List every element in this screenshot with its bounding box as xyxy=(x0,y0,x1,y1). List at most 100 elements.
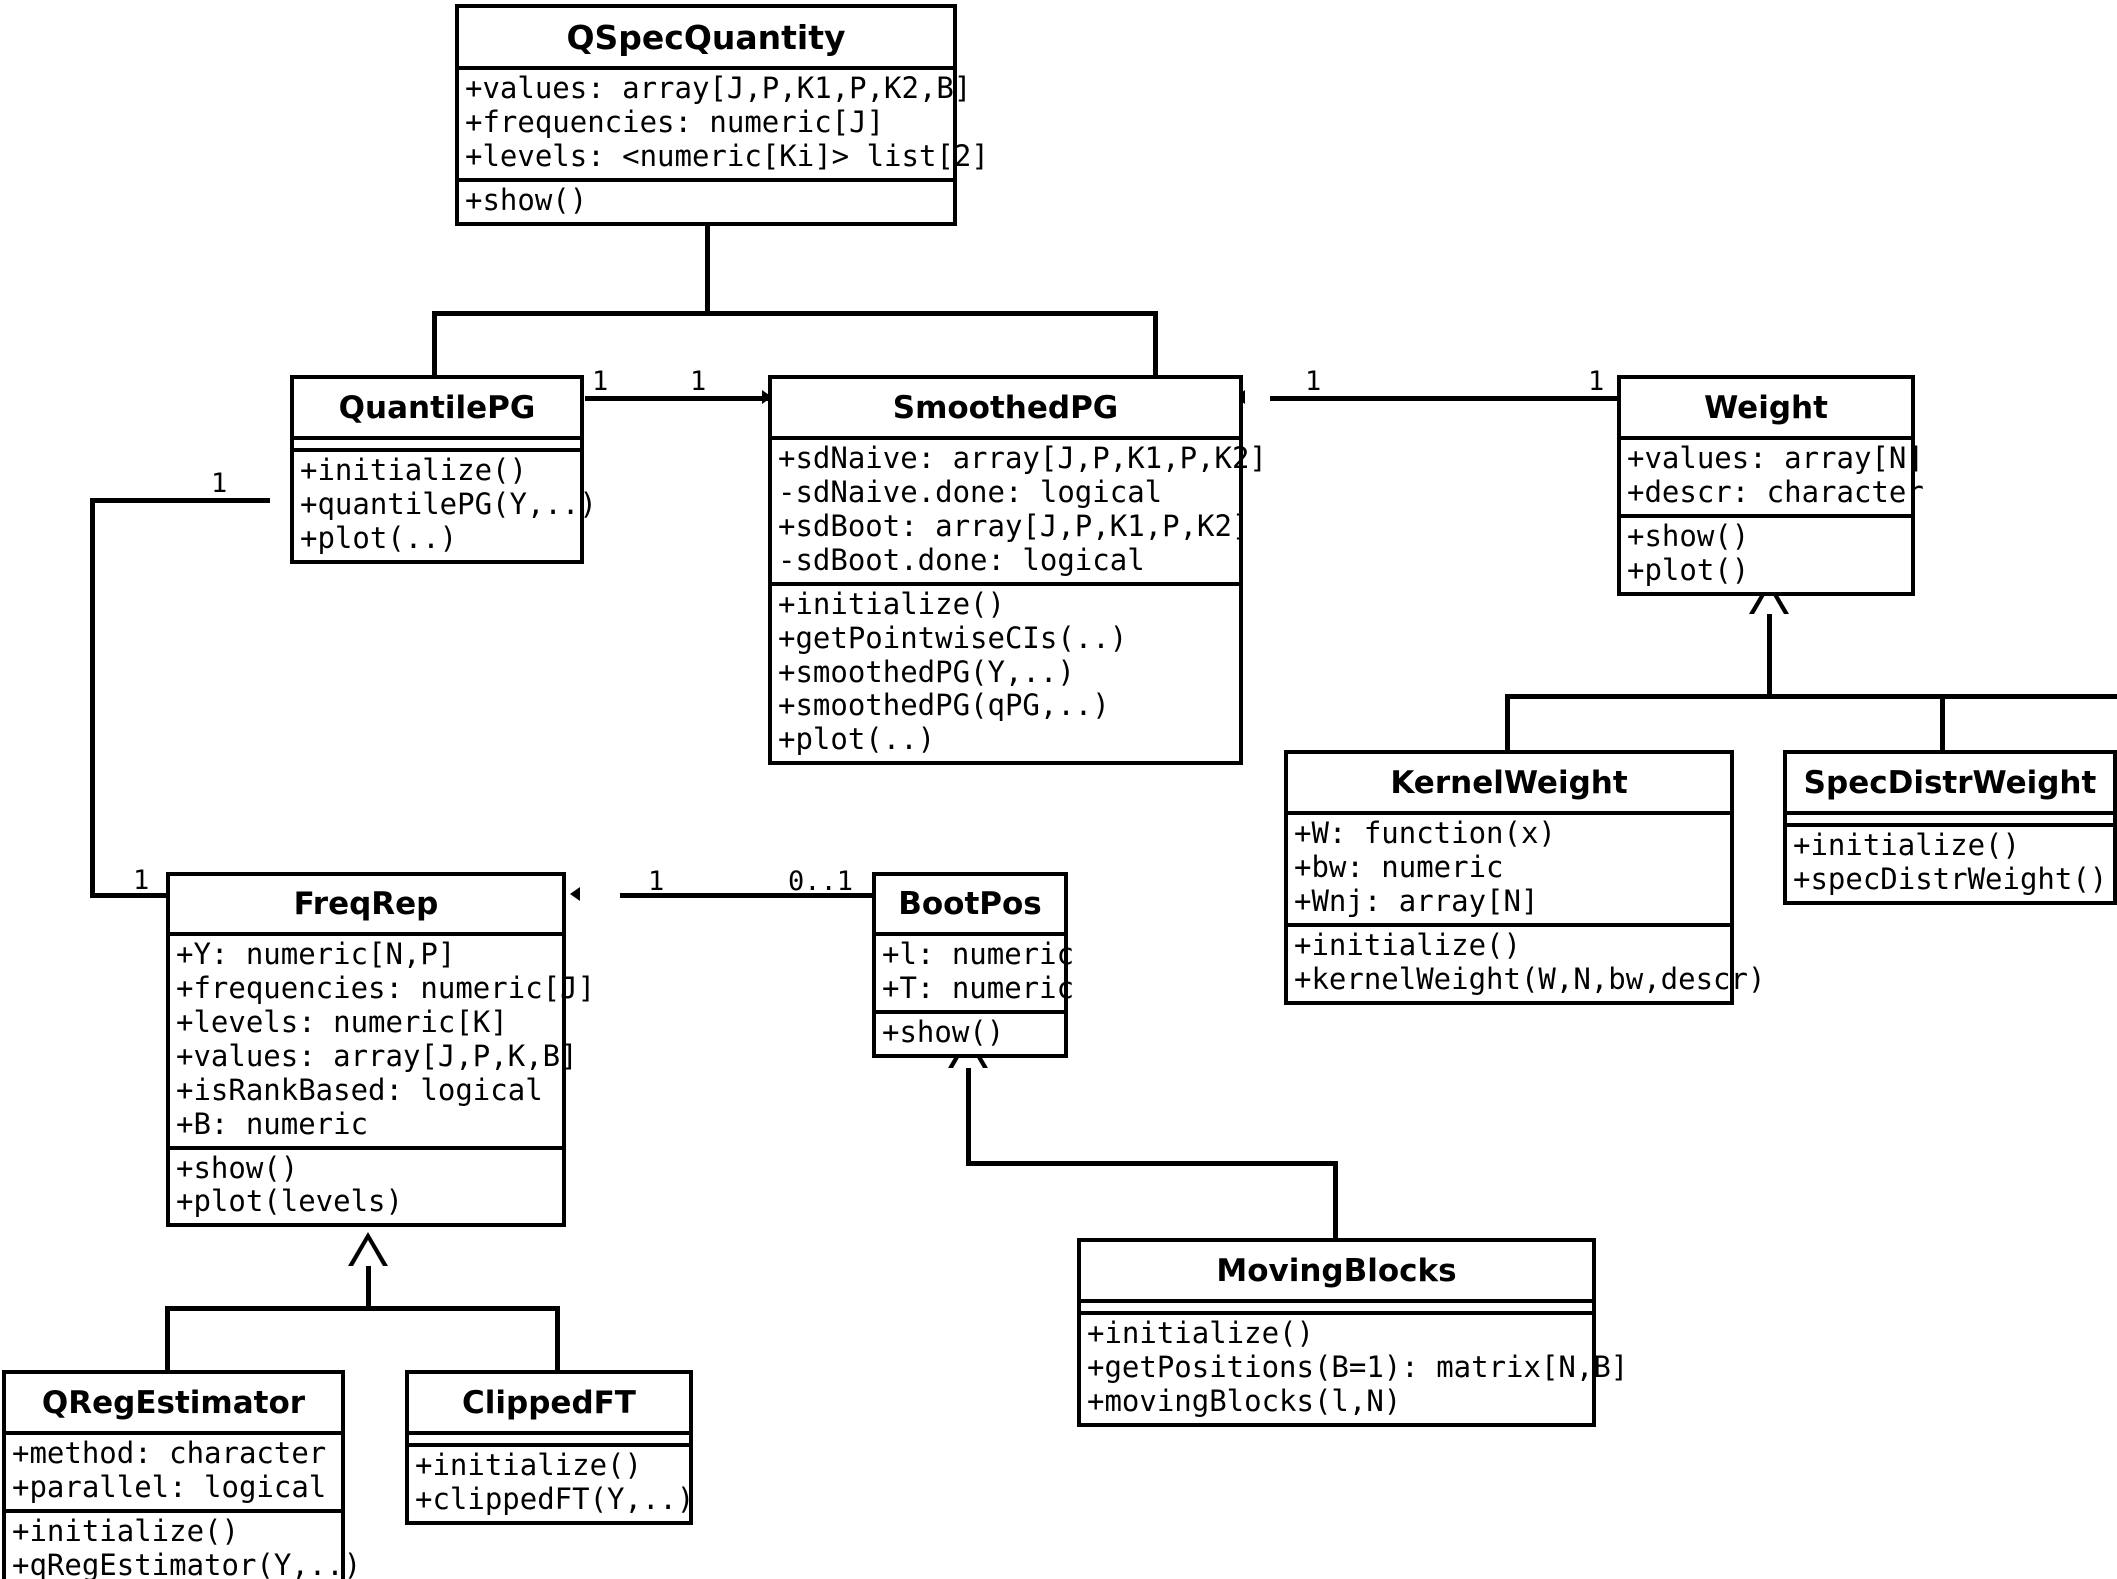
class-methods-smoothedpg: +initialize() +getPointwiseCIs(..) +smoo… xyxy=(772,581,1239,762)
class-title-weight: Weight xyxy=(1704,389,1828,426)
class-attributes-quantilepg xyxy=(294,436,580,448)
attribute-line: +sdBoot: array[J,P,K1,P,K2] xyxy=(778,508,1250,543)
method-line: +initialize() xyxy=(12,1513,239,1548)
attribute-line: +Y: numeric[N,P] xyxy=(176,937,456,971)
multiplicity-bootpos-left: 0..1 xyxy=(788,866,854,897)
class-box-qspecquantity[interactable]: QSpecQuantity +values: array[J,P,K1,P,K2… xyxy=(455,4,989,226)
class-box-qregestimator[interactable]: QRegEstimator +method: character +parall… xyxy=(2,1370,361,1579)
generalization-bootpos-stem xyxy=(966,1068,971,1166)
attribute-line: +values: array[N] xyxy=(1627,441,1924,475)
attribute-line: +l: numeric xyxy=(882,937,1075,971)
attribute-line: +T: numeric xyxy=(882,970,1075,1005)
class-methods-movingblocks: +initialize() +getPositions(B=1): matrix… xyxy=(1081,1311,1629,1423)
class-box-weight[interactable]: Weight +values: array[N] +descr: charact… xyxy=(1617,375,1924,596)
class-title-specdistrweight: SpecDistrWeight xyxy=(1803,764,2097,801)
multiplicity-quantilepg-right: 1 xyxy=(592,366,609,397)
attribute-line: +B: numeric xyxy=(176,1106,369,1141)
class-title-kernelweight: KernelWeight xyxy=(1390,764,1628,801)
attribute-line: +bw: numeric xyxy=(1294,849,1504,884)
class-box-freqrep[interactable]: FreqRep +Y: numeric[N,P] +frequencies: n… xyxy=(166,872,595,1228)
class-methods-freqrep: +show() +plot(levels) xyxy=(170,1145,562,1224)
attribute-line: +Wnj: array[N] xyxy=(1294,883,1539,918)
method-line: +clippedFT(Y,..) xyxy=(415,1481,695,1516)
multiplicity-freqrep-left: 1 xyxy=(133,865,150,896)
generalization-bootpos-crossbar xyxy=(966,1161,1338,1166)
class-box-specdistrweight[interactable]: SpecDistrWeight +initialize() +specDistr… xyxy=(1783,750,2117,905)
class-methods-qspecquantity: +show() xyxy=(459,177,953,222)
method-line: +kernelWeight(W,N,bw,descr) xyxy=(1294,961,1766,996)
aggregation-diamond-smoothedpg-right xyxy=(1243,383,1299,411)
class-box-kernelweight[interactable]: KernelWeight +W: function(x) +bw: numeri… xyxy=(1284,750,1766,1005)
assoc-tip-smoothedpg-left xyxy=(762,390,772,404)
attribute-line: +values: array[J,P,K,B] xyxy=(176,1038,578,1073)
class-box-clippedft[interactable]: ClippedFT +initialize() +clippedFT(Y,..) xyxy=(405,1370,695,1525)
assoc-quantilepg-smoothedpg-line xyxy=(585,396,780,401)
generalization-movingblocks-drop xyxy=(1333,1161,1338,1239)
generalization-specdistrweight-drop xyxy=(1940,694,1945,750)
class-attributes-bootpos: +l: numeric +T: numeric xyxy=(876,932,1075,1010)
generalization-qregestimator-drop xyxy=(165,1306,170,1370)
method-line: +show() xyxy=(1627,518,1750,553)
method-line: +plot(levels) xyxy=(176,1184,403,1219)
class-methods-specdistrweight: +initialize() +specDistrWeight() xyxy=(1787,823,2113,901)
method-line: +movingBlocks(l,N) xyxy=(1087,1383,1402,1418)
class-title-clippedft: ClippedFT xyxy=(462,1384,636,1421)
class-title-qspecquantity: QSpecQuantity xyxy=(566,17,846,57)
multiplicity-smoothedpg-left: 1 xyxy=(690,366,707,397)
generalization-weight-crossbar xyxy=(1505,694,2117,699)
assoc-smoothedpg-weight-line xyxy=(1270,396,1620,401)
class-box-bootpos[interactable]: BootPos +l: numeric +T: numeric +show() xyxy=(872,872,1075,1058)
method-line: +getPointwiseCIs(..) xyxy=(778,620,1128,655)
method-line: +getPositions(B=1): matrix[N,B] xyxy=(1087,1349,1629,1384)
aggregation-diamond-smoothedpg-left xyxy=(712,383,768,411)
class-methods-kernelweight: +initialize() +kernelWeight(W,N,bw,descr… xyxy=(1288,922,1766,1001)
class-attributes-smoothedpg: +sdNaive: array[J,P,K1,P,K2] -sdNaive.do… xyxy=(772,436,1267,582)
class-title-movingblocks: MovingBlocks xyxy=(1216,1252,1457,1289)
method-line: +show() xyxy=(882,1014,1005,1049)
class-title-quantilepg: QuantilePG xyxy=(338,389,536,426)
class-title-qregestimator: QRegEstimator xyxy=(41,1384,306,1421)
multiplicity-weight-left: 1 xyxy=(1588,366,1605,397)
attribute-line: +method: character xyxy=(12,1436,327,1470)
class-box-movingblocks[interactable]: MovingBlocks +initialize() +getPositions… xyxy=(1077,1238,1629,1427)
method-line: +show() xyxy=(465,182,588,217)
class-attributes-movingblocks xyxy=(1081,1299,1592,1311)
method-line: +show() xyxy=(176,1150,299,1185)
class-methods-bootpos: +show() xyxy=(876,1009,1064,1054)
generalization-quantilepg-drop xyxy=(432,311,437,375)
attribute-line: +frequencies: numeric[J] xyxy=(465,104,885,139)
generalization-qspec-stem xyxy=(705,196,710,314)
attribute-line: -sdNaive.done: logical xyxy=(778,474,1163,509)
method-line: +initialize() xyxy=(1087,1316,1314,1350)
aggregation-diamond-quantilepg-left xyxy=(240,485,296,513)
assoc-tip-freqrep-right xyxy=(570,887,580,901)
generalization-freqrep-crossbar xyxy=(165,1306,560,1311)
method-line: +initialize() xyxy=(415,1448,642,1482)
attribute-line: +parallel: logical xyxy=(12,1469,327,1504)
class-attributes-qregestimator: +method: character +parallel: logical xyxy=(6,1431,341,1509)
class-attributes-freqrep: +Y: numeric[N,P] +frequencies: numeric[J… xyxy=(170,932,595,1146)
attribute-line: +sdNaive: array[J,P,K1,P,K2] xyxy=(778,441,1267,475)
method-line: +plot() xyxy=(1627,552,1750,587)
method-line: +initialize() xyxy=(1793,828,2020,862)
class-title-freqrep: FreqRep xyxy=(293,886,439,922)
generalization-weight-stem xyxy=(1767,614,1772,698)
class-attributes-kernelweight: +W: function(x) +bw: numeric +Wnj: array… xyxy=(1288,811,1730,923)
multiplicity-quantilepg-left: 1 xyxy=(211,468,228,499)
class-methods-clippedft: +initialize() +clippedFT(Y,..) xyxy=(409,1443,695,1521)
assoc-quantilepg-freqrep-top xyxy=(90,498,270,503)
multiplicity-smoothedpg-right: 1 xyxy=(1305,366,1322,397)
class-attributes-weight: +values: array[N] +descr: character xyxy=(1621,436,1924,514)
method-line: +initialize() xyxy=(778,586,1005,621)
generalization-qspec-crossbar xyxy=(432,311,1158,316)
attribute-line: +isRankBased: logical xyxy=(176,1072,543,1107)
attribute-line: +descr: character xyxy=(1627,474,1924,509)
attribute-line: +levels: numeric[K] xyxy=(176,1004,508,1039)
method-line: +smoothedPG(Y,..) xyxy=(778,654,1075,689)
attribute-line: +W: function(x) xyxy=(1294,816,1556,850)
class-box-smoothedpg[interactable]: SmoothedPG +sdNaive: array[J,P,K1,P,K2] … xyxy=(768,375,1267,766)
class-box-quantilepg[interactable]: QuantilePG +initialize() +quantilePG(Y,.… xyxy=(290,375,597,564)
generalization-kernelweight-drop xyxy=(1505,694,1510,750)
method-line: +smoothedPG(qPG,..) xyxy=(778,688,1110,723)
